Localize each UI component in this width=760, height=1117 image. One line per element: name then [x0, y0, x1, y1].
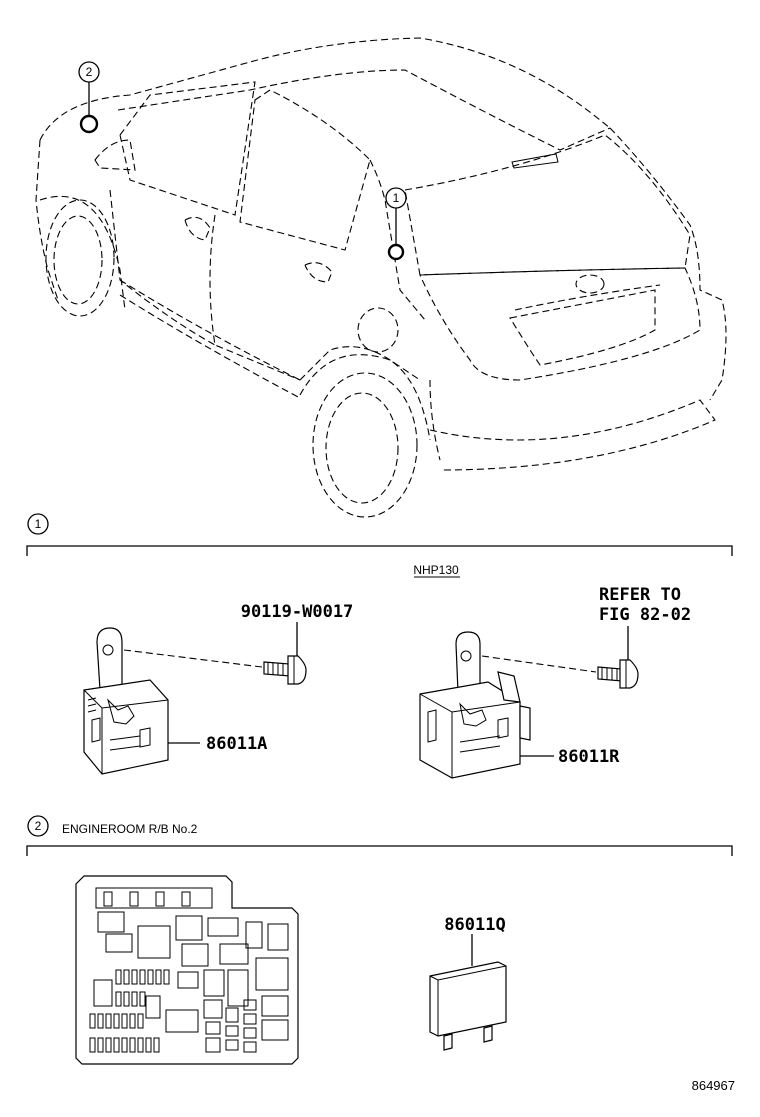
relay-86011Q-drawing	[429, 961, 507, 1051]
section-2: 2 ENGINEROOM R/B No.2	[26, 815, 733, 1065]
location-dot-1	[387, 243, 405, 261]
location-dot-2	[79, 114, 99, 134]
variant-label: NHP130	[413, 563, 459, 577]
diagram-id: 864967	[692, 1078, 735, 1093]
car-illustration: 2 1	[35, 37, 727, 518]
section-1-bracket	[26, 545, 733, 556]
bolt-reference-drawing	[597, 659, 639, 689]
marker-number-1: 1	[393, 191, 400, 205]
refer-fig-label: FIG 82-02	[599, 605, 691, 625]
section-1: 1 NHP130 90119-W0017	[26, 513, 733, 779]
section-2-title: ENGINEROOM R/B No.2	[62, 822, 198, 836]
part-label-90119-W0017: 90119-W0017	[241, 602, 354, 622]
section-number-1: 1	[35, 517, 42, 531]
marker-number-2: 2	[86, 65, 93, 79]
section-number-2: 2	[35, 819, 42, 833]
unit-86011R-drawing	[419, 631, 531, 779]
part-label-86011R: 86011R	[558, 747, 620, 767]
part-label-86011Q: 86011Q	[444, 915, 505, 935]
part-label-86011A: 86011A	[206, 734, 267, 754]
bolt-90119-W0017-drawing	[263, 655, 307, 685]
unit-86011A-drawing	[83, 627, 169, 775]
relay-block-drawing	[75, 875, 299, 1065]
section-2-bracket	[26, 845, 733, 856]
refer-to-label: REFER TO	[599, 585, 681, 605]
